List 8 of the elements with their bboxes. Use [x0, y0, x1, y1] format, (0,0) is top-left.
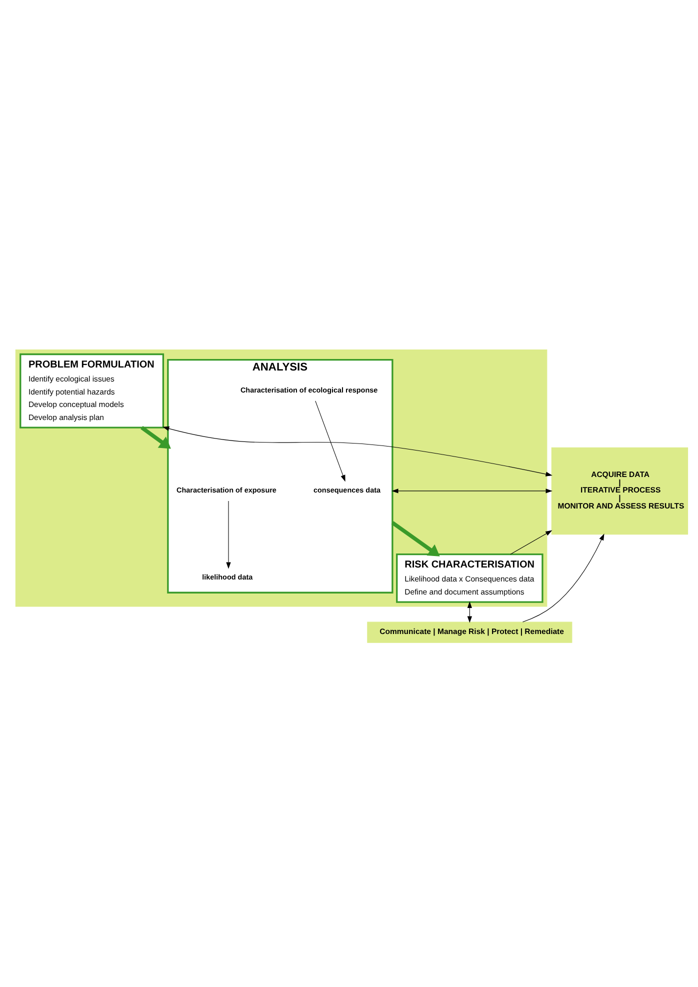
- arrow: [226, 500, 230, 568]
- arrow: [390, 520, 440, 556]
- arrow: [314, 400, 345, 482]
- arrow: [510, 530, 552, 554]
- arrow: [391, 488, 552, 493]
- arrow: [140, 426, 170, 448]
- arrow: [522, 533, 604, 622]
- arrow: [162, 426, 552, 476]
